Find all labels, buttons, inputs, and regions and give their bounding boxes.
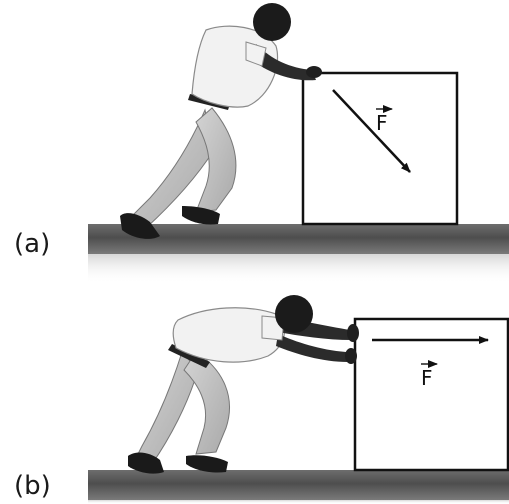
shoe-back-a — [120, 213, 160, 239]
hand-a — [306, 66, 322, 78]
force-label-a: F — [376, 111, 388, 135]
arm-a — [252, 44, 316, 81]
shoe-front-a — [182, 206, 220, 225]
shoe-back-b — [128, 452, 164, 474]
floor-shadow-b — [88, 500, 509, 504]
panel-label-a: (a) — [14, 229, 50, 259]
floor-a — [88, 224, 509, 254]
floor-shadow-a — [88, 254, 509, 284]
person-b — [128, 295, 359, 474]
head-a — [253, 3, 291, 41]
arm-lower-b — [276, 334, 348, 362]
head-b — [275, 295, 313, 333]
sleeve-a — [245, 41, 267, 67]
torso-b — [172, 307, 285, 363]
force-label-b: F — [421, 366, 433, 390]
panel-label-b: (b) — [14, 471, 51, 501]
person-a — [120, 3, 322, 239]
shoe-front-b — [186, 455, 228, 473]
hand-lower-b — [345, 348, 357, 364]
hand-upper-b — [347, 324, 359, 342]
floor-b — [88, 470, 509, 500]
force-arrow-a — [332, 89, 411, 173]
box-a — [301, 71, 459, 226]
panel-a: F (a) — [14, 3, 509, 284]
front-leg-b — [183, 351, 230, 455]
belt-b — [168, 344, 210, 368]
panel-b: F (b) — [14, 295, 509, 504]
box-b — [353, 317, 509, 472]
